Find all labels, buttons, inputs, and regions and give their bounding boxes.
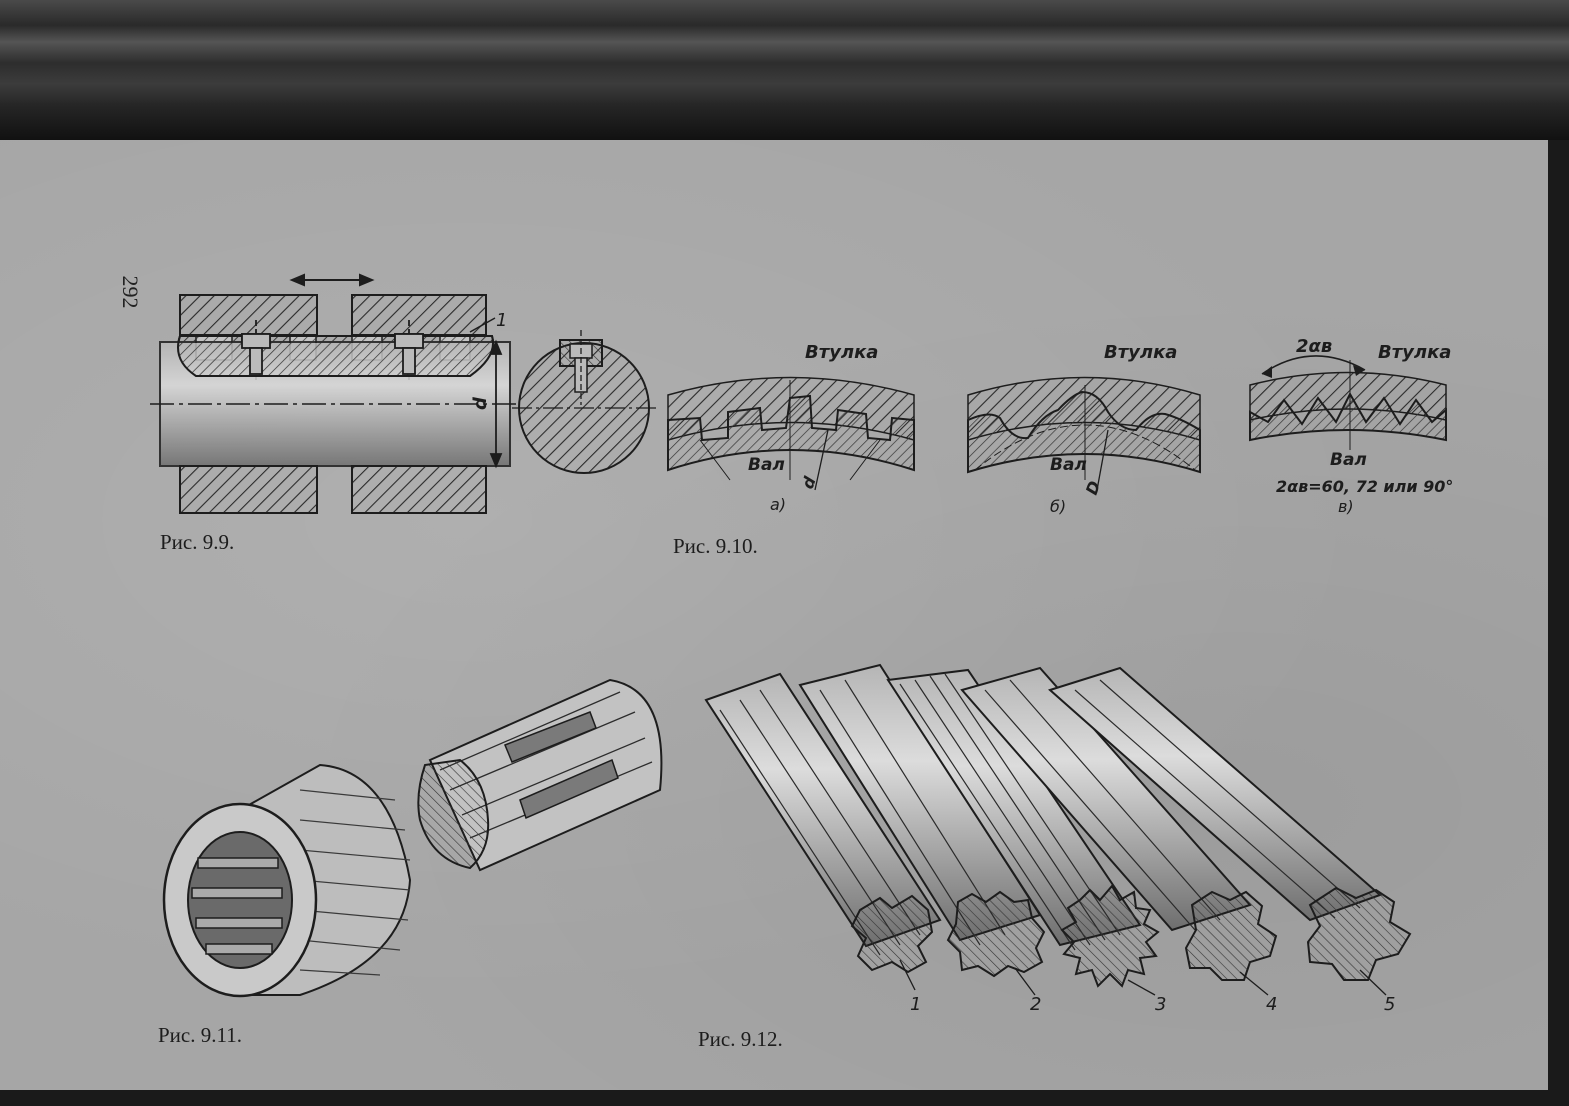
diameter-dimension (489, 339, 503, 469)
spline-profile-v: 2αв Втулка Вал 2αв=60, 72 или 90° в) (1249, 336, 1453, 516)
fig-9-11-drawing (162, 678, 663, 998)
sub-label-a: а) (770, 495, 786, 514)
angle-note: 2αв=60, 72 или 90° (1276, 477, 1453, 496)
sub-label-b: б) (1050, 497, 1066, 516)
caption-fig-9-11: Рис. 9.11. (158, 1023, 242, 1047)
shaft-cross-section (512, 330, 656, 474)
diameter-label: d (470, 396, 491, 410)
caption-fig-9-12: Рис. 9.12. (698, 1027, 783, 1051)
shaft-number-2: 2 (1030, 994, 1041, 1015)
spline-profile-a: Втулка Вал d а) (667, 342, 915, 514)
book-spine-band (0, 0, 1569, 140)
sleeve-label-a: Втулка (805, 342, 878, 363)
spline-shaft-5 (1048, 666, 1412, 981)
angle-label: 2αв (1296, 336, 1332, 357)
double-arrow-icon (289, 273, 375, 287)
diam-label-a: d (798, 474, 820, 492)
hub-left-upper (179, 294, 318, 336)
sub-label-v: в) (1338, 497, 1354, 516)
caption-fig-9-10: Рис. 9.10. (673, 534, 758, 558)
hub-right-upper (351, 294, 487, 336)
spline-shaft-3 (886, 668, 1160, 988)
shaft-label-v: Вал (1330, 450, 1367, 470)
splined-hub (162, 763, 412, 998)
sleeve-label-b: Втулка (1104, 342, 1177, 363)
part-number-label: 1 (496, 310, 507, 331)
shaft-number-4: 4 (1266, 994, 1277, 1015)
diam-label-b: D (1082, 478, 1104, 497)
fig-9-12-drawing: 1 2 3 4 5 (704, 663, 1412, 1015)
splined-shaft-end (417, 678, 663, 872)
fig-9-9-drawing: d 1 (150, 273, 656, 514)
spline-shaft-4 (960, 666, 1278, 981)
spline-profile-b: Втулка Вал D б) (967, 342, 1201, 516)
caption-fig-9-9: Рис. 9.9. (160, 530, 235, 554)
shaft-number-1: 1 (910, 994, 921, 1015)
shaft-number-5: 5 (1384, 994, 1395, 1015)
hub-left-lower (179, 465, 318, 514)
shaft-label-b: Вал (1050, 455, 1087, 475)
spline-shaft-1 (704, 672, 942, 974)
hub-right-lower (351, 465, 487, 514)
shaft-number-3: 3 (1155, 994, 1166, 1015)
shaft-label-a: Вал (748, 455, 785, 475)
sleeve-label-v: Втулка (1378, 342, 1451, 363)
fig-9-10-drawing: Втулка Вал d а) Втулка Вал D б) 2αв Вту (667, 336, 1453, 516)
